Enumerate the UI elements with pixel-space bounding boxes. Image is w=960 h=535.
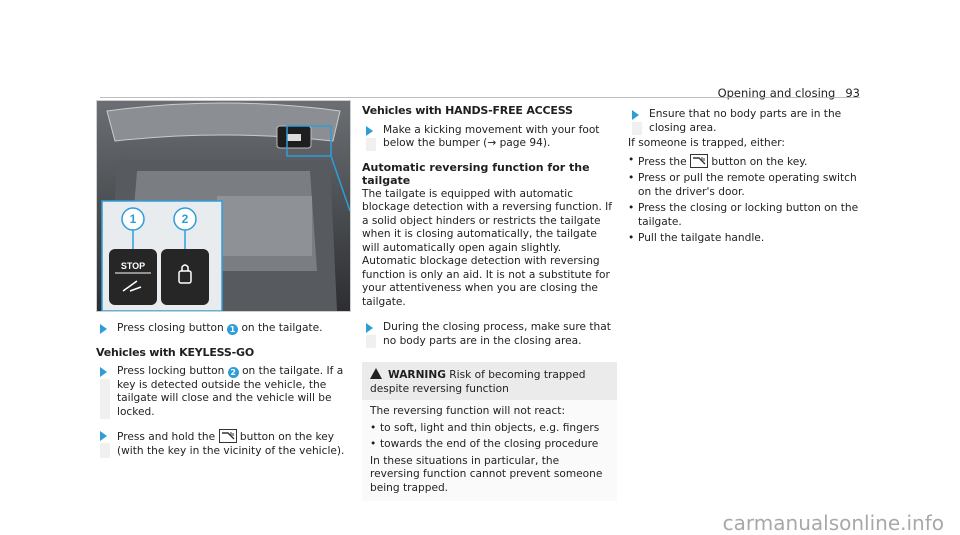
watermark: carmanualsonline.info <box>722 510 944 535</box>
heading-automatic-reversing: Automatic reversing function for the tai… <box>362 160 590 188</box>
step-arrow-icon <box>100 431 107 441</box>
list-item: to soft, light and thin objects, e.g. fi… <box>370 422 609 436</box>
step-ensure-no-body-parts: Ensure that no body parts are in the clo… <box>628 108 860 135</box>
close-button <box>109 249 157 305</box>
callout-2: 2 <box>182 212 189 226</box>
list-item: Press the closing or locking button on t… <box>628 202 860 229</box>
step-arrow-icon <box>100 324 107 334</box>
warning-body: The reversing function will not react: t… <box>362 400 617 501</box>
stop-label: STOP <box>121 261 145 271</box>
page-number: 93 <box>845 86 860 100</box>
step-press-locking: Press locking button 2 on the tailgate. … <box>96 365 351 419</box>
reversing-description: The tailgate is equipped with automatic … <box>362 187 613 308</box>
step-press-hold-key: Press and hold the button on the key (wi… <box>96 429 351 458</box>
heading-hands-free-access: Vehicles with HANDS-FREE ACCESS <box>362 104 573 117</box>
callout-1: 1 <box>130 212 137 226</box>
warning-triangle-icon <box>370 368 382 379</box>
warning-label: WARNING <box>388 369 446 381</box>
lock-button <box>161 249 209 305</box>
warning-intro: The reversing function will not react: <box>370 405 566 417</box>
warning-list: to soft, light and thin objects, e.g. fi… <box>370 422 609 452</box>
step-closing-process: During the closing process, make sure th… <box>362 321 617 348</box>
list-item: towards the end of the closing procedure <box>370 438 609 452</box>
list-item: Press or pull the remote operating switc… <box>628 172 860 199</box>
page-reference-arrow: → <box>487 137 497 149</box>
column-3: Ensure that no body parts are in the clo… <box>628 100 860 249</box>
step-arrow-icon <box>366 323 373 333</box>
step-kicking-movement: Make a kicking movement with your foot b… <box>362 124 617 151</box>
warning-header: WARNING Risk of becoming trapped despite… <box>362 362 617 400</box>
step-arrow-icon <box>366 125 373 136</box>
tailgate-key-icon <box>218 429 237 443</box>
heading-keyless-go: Vehicles with KEYLESS-GO <box>96 345 254 359</box>
callout-badge: 1 <box>227 324 239 335</box>
tailgate-buttons-figure: STOP 1 2 <box>96 100 351 312</box>
warning-title: Risk of becoming trapped despite reversi… <box>370 369 586 395</box>
column-2: Vehicles with HANDS-FREE ACCESS Make a k… <box>362 100 617 501</box>
trapped-options-list: Press the button on the key. Press or pu… <box>628 153 860 246</box>
header-rule <box>100 97 860 98</box>
tailgate-key-icon <box>690 153 709 168</box>
tailgate-illustration: STOP 1 2 <box>97 101 350 311</box>
list-item: Press the button on the key. <box>628 153 860 170</box>
section-title: Opening and closing <box>717 86 836 100</box>
step-arrow-icon <box>632 110 639 120</box>
if-trapped-intro: If someone is trapped, either: <box>628 137 785 149</box>
step-press-closing: Press closing button 1 on the tailgate. <box>96 322 351 336</box>
page-header: Opening and closing 93 <box>717 86 860 101</box>
warning-outro: In these situations in particular, the r… <box>370 454 603 494</box>
column-1: STOP 1 2 Press closing button 1 on the t… <box>96 100 351 458</box>
step-arrow-icon <box>100 367 107 377</box>
warning-box: WARNING Risk of becoming trapped despite… <box>362 362 617 501</box>
callout-badge: 2 <box>227 367 239 378</box>
list-item: Pull the tailgate handle. <box>628 232 860 246</box>
